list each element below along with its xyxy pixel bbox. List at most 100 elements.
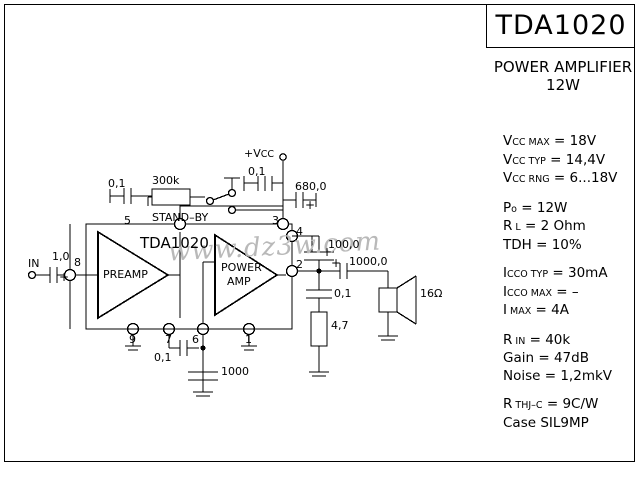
pin-5-number: 5 <box>124 214 131 227</box>
spec-symbol: Gain <box>503 350 535 366</box>
pin7-cap-value: 0,1 <box>154 351 172 364</box>
pin-4-number: 4 <box>296 225 303 238</box>
spec-row-imax: I MAX = 4A <box>503 302 640 321</box>
spec-subscript: CC <box>512 137 526 148</box>
zobel-resistor-value: 4,7 <box>331 319 349 332</box>
spec-value: = 30mA <box>548 265 608 281</box>
spec-row-icco-max: ICCO MAX = – <box>503 284 640 303</box>
spec-symbol: V <box>503 151 513 168</box>
spec-value: = 18V <box>549 133 597 149</box>
spec-row-rin: R IN = 40k <box>503 332 640 351</box>
spec-row-vcc-typ: VCC TYP = 14,4V <box>503 152 640 171</box>
supply-label-text: +V <box>244 147 261 160</box>
spec-symbol: I <box>503 283 507 300</box>
page-title: TDA1020 <box>495 10 627 41</box>
standby-resistor-value: 300k <box>152 174 180 187</box>
spec-row-noise: Noise = 1,2mkV <box>503 368 640 386</box>
spec-subscript: o <box>511 203 517 215</box>
spec-row-rthj-c: R THJ–C = 9C/W <box>503 396 640 415</box>
spec-value: = – <box>551 283 579 300</box>
power-amp-label-2: AMP <box>227 275 251 288</box>
spec-qualifier: IN <box>512 335 526 347</box>
spec-qualifier: MAX <box>525 137 550 148</box>
spec-qualifier: L <box>512 222 521 233</box>
spec-symbol: R <box>503 331 513 348</box>
spec-row-gain: Gain = 47dB <box>503 350 640 368</box>
bootstrap-cap-value: 100,0 <box>328 238 360 251</box>
supply-label-sub: CC <box>260 149 275 160</box>
title-box: TDA1020 <box>486 4 635 48</box>
spec-subscript: CCO <box>506 287 528 299</box>
pin-1-number: 1 <box>245 333 252 346</box>
spec-value: = 47dB <box>534 350 589 366</box>
pin-6-number: 6 <box>192 333 199 346</box>
subtitle-line-1: POWER AMPLIFIER <box>493 58 633 76</box>
spec-row-vcc-rng: VCC RNG = 6...18V <box>503 170 640 189</box>
ic-label: TDA1020 <box>140 234 209 252</box>
supply-cap-small-value: 0,1 <box>248 165 266 178</box>
spec-symbol: TDH <box>503 236 532 253</box>
spec-qualifier: MAX <box>506 306 532 317</box>
pin6-cap-value: 1000 <box>221 365 249 378</box>
spec-value: = 9C/W <box>542 396 599 412</box>
pin-8-number: 8 <box>74 256 81 269</box>
output-cap-polarity: + <box>331 256 342 270</box>
spec-value: = 40k <box>525 331 571 348</box>
spec-value: SIL9MP <box>536 414 589 431</box>
spec-symbol: I <box>503 302 507 318</box>
subtitle: POWER AMPLIFIER 12W <box>486 58 640 94</box>
input-label: IN <box>28 257 40 270</box>
preamp-block-label: PREAMP <box>103 268 148 281</box>
input-cap-polarity: + <box>59 270 70 284</box>
spec-symbol: Case <box>503 414 537 431</box>
zobel-cap-value: 0,1 <box>334 287 352 300</box>
pin-3-number: 3 <box>272 214 279 227</box>
sheet-border <box>4 4 635 462</box>
input-cap-value: 1,0 <box>52 250 70 263</box>
power-amp-label-1: POWER <box>221 261 262 274</box>
spec-value: = 14,4V <box>545 151 606 168</box>
bootstrap-cap-polarity: + <box>322 245 333 259</box>
spec-row-tdh: TDH = 10% <box>503 237 640 255</box>
pin-2-number: 2 <box>296 258 303 271</box>
spec-symbol: Noise <box>503 367 541 384</box>
spec-row-po: Po = 12W <box>503 200 640 219</box>
spec-qualifier: RNG <box>525 174 550 185</box>
pin-7-number: 7 <box>165 333 172 346</box>
spec-symbol: V <box>503 133 513 149</box>
spec-qualifier: THJ–C <box>512 400 543 411</box>
spec-symbol: V <box>503 170 513 186</box>
spec-symbol: R <box>503 396 513 412</box>
spec-subscript: CCO <box>506 269 528 280</box>
output-cap-value: 1000,0 <box>349 255 388 268</box>
supply-cap-polarity: + <box>305 198 316 212</box>
pin-9-number: 9 <box>129 333 136 346</box>
spec-subscript: CC <box>512 174 526 185</box>
supply-label: +VCC <box>244 148 274 160</box>
pin5-cap-value: 0,1 <box>108 177 126 190</box>
spec-qualifier: TYP <box>525 155 546 167</box>
spec-value: = 1,2mkV <box>540 367 613 384</box>
speaker-impedance-label: 16Ω <box>420 287 443 300</box>
spec-row-vcc-max: VCC MAX = 18V <box>503 133 640 152</box>
spec-value: = 6...18V <box>549 170 618 186</box>
spec-qualifier: MAX <box>527 287 552 299</box>
subtitle-line-2: 12W <box>546 76 580 94</box>
spec-symbol: P <box>503 199 512 216</box>
spec-value: = 4A <box>531 302 569 318</box>
supply-cap-big-value: 680,0 <box>295 180 327 193</box>
spec-qualifier: TYP <box>527 269 549 280</box>
spec-value: = 2 Ohm <box>520 218 586 234</box>
schematic-svg <box>27 153 417 397</box>
spec-row-icco-typ: ICCO TYP = 30mA <box>503 265 640 284</box>
spec-symbol: I <box>503 265 507 281</box>
spec-value: = 12W <box>516 199 568 216</box>
spec-row-rl: R L = 2 Ohm <box>503 218 640 237</box>
